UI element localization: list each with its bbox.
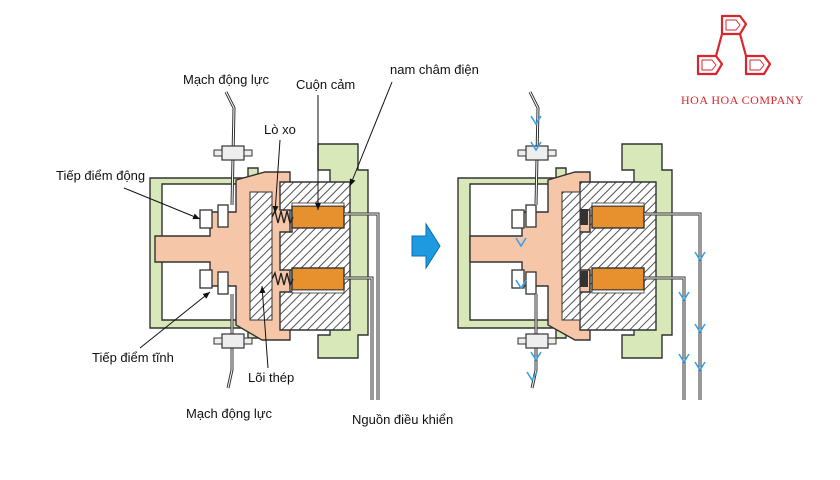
moving-contact-bottom-left — [199, 269, 229, 295]
label-moving-contact: Tiếp điểm động — [56, 168, 145, 183]
brand-logo: HOA HOA COMPANY — [681, 14, 804, 107]
label-electromagnet: nam châm điện — [390, 62, 479, 77]
coil-bottom-right — [591, 267, 645, 291]
current-flow-arrows — [515, 115, 706, 382]
logo-mark — [696, 14, 772, 76]
terminal-screw-top-right — [517, 145, 557, 161]
armature-hatch-right — [561, 191, 581, 321]
label-power-circuit-bottom: Mạch động lực — [186, 406, 273, 421]
terminal-screw-top-left — [213, 145, 253, 161]
terminal-screw-bottom-left — [213, 333, 253, 349]
moving-contact-top-left — [199, 204, 229, 229]
coil-bottom-left — [291, 267, 345, 291]
diagram-off-state — [149, 91, 380, 400]
spring-bottom-left — [271, 270, 294, 288]
transition-arrow — [411, 222, 441, 270]
diagram-on-state — [457, 91, 706, 400]
spring-bottom-right — [580, 271, 588, 287]
armature-hatch-left — [249, 191, 273, 321]
moving-contact-top-right — [511, 204, 537, 229]
label-steel-core: Lõi thép — [248, 370, 294, 385]
label-coil: Cuộn cảm — [296, 77, 355, 92]
label-control-source: Nguồn điều khiển — [352, 412, 453, 427]
spring-top-right — [580, 209, 588, 225]
coil-top-right — [591, 205, 645, 229]
brand-name: HOA HOA COMPANY — [681, 93, 804, 107]
labels-left: Mạch động lực Cuộn cảm nam châm điện Lò … — [56, 62, 479, 427]
label-spring: Lò xo — [264, 122, 296, 137]
label-fixed-contact: Tiếp điểm tĩnh — [92, 350, 174, 365]
terminal-screw-bottom-right — [517, 333, 557, 349]
label-power-circuit-top: Mạch động lực — [183, 72, 270, 87]
moving-contact-bottom-right — [511, 269, 537, 295]
